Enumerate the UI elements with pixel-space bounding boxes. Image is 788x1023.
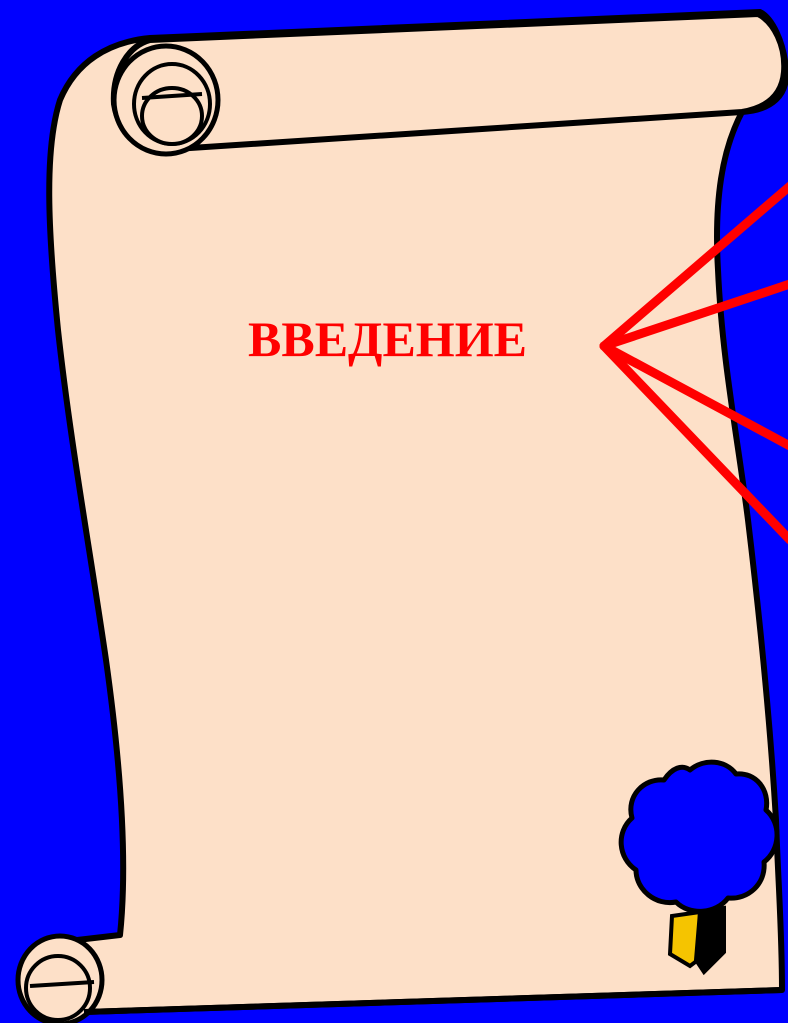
slide-title: ВВЕДЕНИЕ (248, 314, 527, 364)
scroll-curl-top-icon (114, 46, 218, 154)
seal-icon (621, 762, 777, 911)
